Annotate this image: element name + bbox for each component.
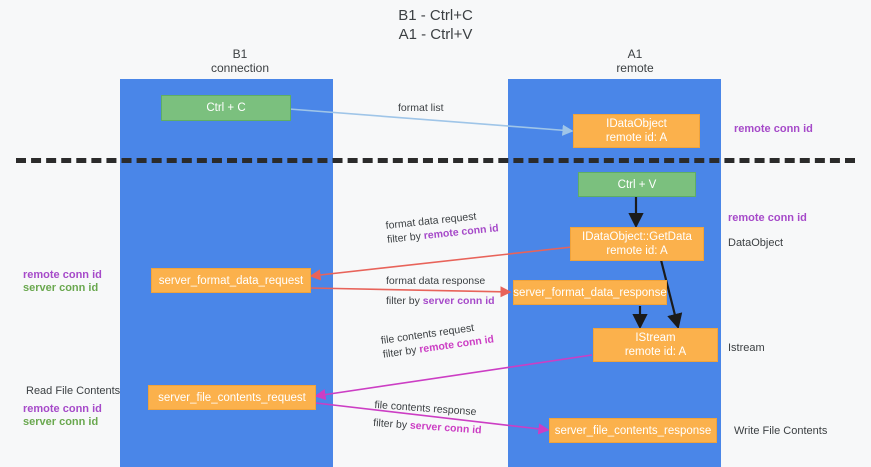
box-idataobject[interactable]: IDataObject remote id: A [573, 114, 700, 148]
column-header-a1-name: A1 [627, 47, 643, 61]
right-label-remote-conn-id-top: remote conn id [734, 123, 813, 135]
box-ctrl-c-label: Ctrl + C [206, 102, 246, 114]
box-istream[interactable]: IStream remote id: A [593, 328, 718, 362]
filter-key: server conn id [422, 295, 495, 307]
box-idataobject-sub: remote id: A [605, 132, 668, 144]
filter-prefix: filter by [372, 416, 411, 432]
right-label-dataobject: DataObject [728, 237, 784, 249]
box-server-file-contents-response-label: server_file_contents_response [554, 424, 712, 437]
edge-label-format-data-response-text: format data response [386, 275, 486, 287]
diagram-title-line2: A1 - Ctrl+V [398, 26, 473, 43]
arrow-file-contents-request [314, 354, 593, 401]
box-server-format-data-response-label: server_format_data_response [513, 286, 667, 299]
edge-label-format-data-response: format data response filter by server co… [386, 274, 495, 308]
right-label-write-file-contents: Write File Contents [734, 425, 828, 437]
edge-label-format-list: format list [398, 102, 444, 114]
box-server-format-data-response[interactable]: server_format_data_response [513, 280, 667, 305]
arrow-format-list [275, 107, 574, 136]
arrow-getdata-to-istream [658, 255, 683, 330]
box-istream-title: IStream [635, 332, 676, 344]
box-server-file-contents-request-label: server_file_contents_request [158, 391, 306, 404]
left-label-remote-conn-id-mid: remote conn id [23, 269, 102, 281]
left-label-server-conn-id-bottom: server conn id [23, 416, 99, 428]
diagram-title-line1: B1 - Ctrl+C [398, 7, 473, 24]
left-label-read-file-contents: Read File Contents [26, 385, 121, 397]
edge-label-format-data-response-filter: filter by server conn id [386, 294, 495, 308]
box-getdata-title: IDataObject::GetData [582, 231, 692, 243]
phase-divider [16, 158, 855, 163]
diagram-title: B1 - Ctrl+C A1 - Ctrl+V [0, 6, 871, 44]
column-header-b1-name: B1 [232, 47, 248, 61]
box-getdata-sub: remote id: A [606, 245, 668, 257]
filter-prefix: filter by [386, 230, 425, 246]
box-server-format-data-request-label: server_format_data_request [158, 274, 304, 287]
column-header-a1-sub: remote [616, 61, 654, 75]
box-ctrl-v-label: Ctrl + V [617, 178, 657, 191]
box-server-file-contents-response[interactable]: server_file_contents_response [549, 418, 717, 443]
box-server-format-data-request[interactable]: server_format_data_request [151, 268, 311, 293]
box-istream-sub: remote id: A [624, 346, 687, 358]
box-idataobject-title: IDataObject [606, 118, 667, 130]
right-label-remote-conn-id-mid: remote conn id [728, 212, 807, 224]
filter-prefix: filter by [386, 295, 423, 307]
left-label-server-conn-id-mid: server conn id [23, 282, 99, 294]
arrow-format-data-request [309, 246, 573, 281]
box-server-file-contents-request[interactable]: server_file_contents_request [148, 385, 316, 410]
left-label-remote-conn-id-bottom: remote conn id [23, 403, 102, 415]
box-ctrl-c[interactable]: Ctrl + C [161, 95, 291, 121]
column-header-a1: A1 remote [545, 47, 725, 75]
arrow-file-contents-response [315, 402, 550, 435]
arrow-format-data-response [310, 286, 512, 298]
column-header-b1-sub: connection [210, 61, 270, 75]
column-header-b1: B1 connection [150, 47, 330, 75]
right-label-istream: Istream [728, 342, 765, 354]
box-ctrl-v[interactable]: Ctrl + V [578, 172, 696, 197]
box-idataobject-getdata[interactable]: IDataObject::GetData remote id: A [570, 227, 704, 261]
